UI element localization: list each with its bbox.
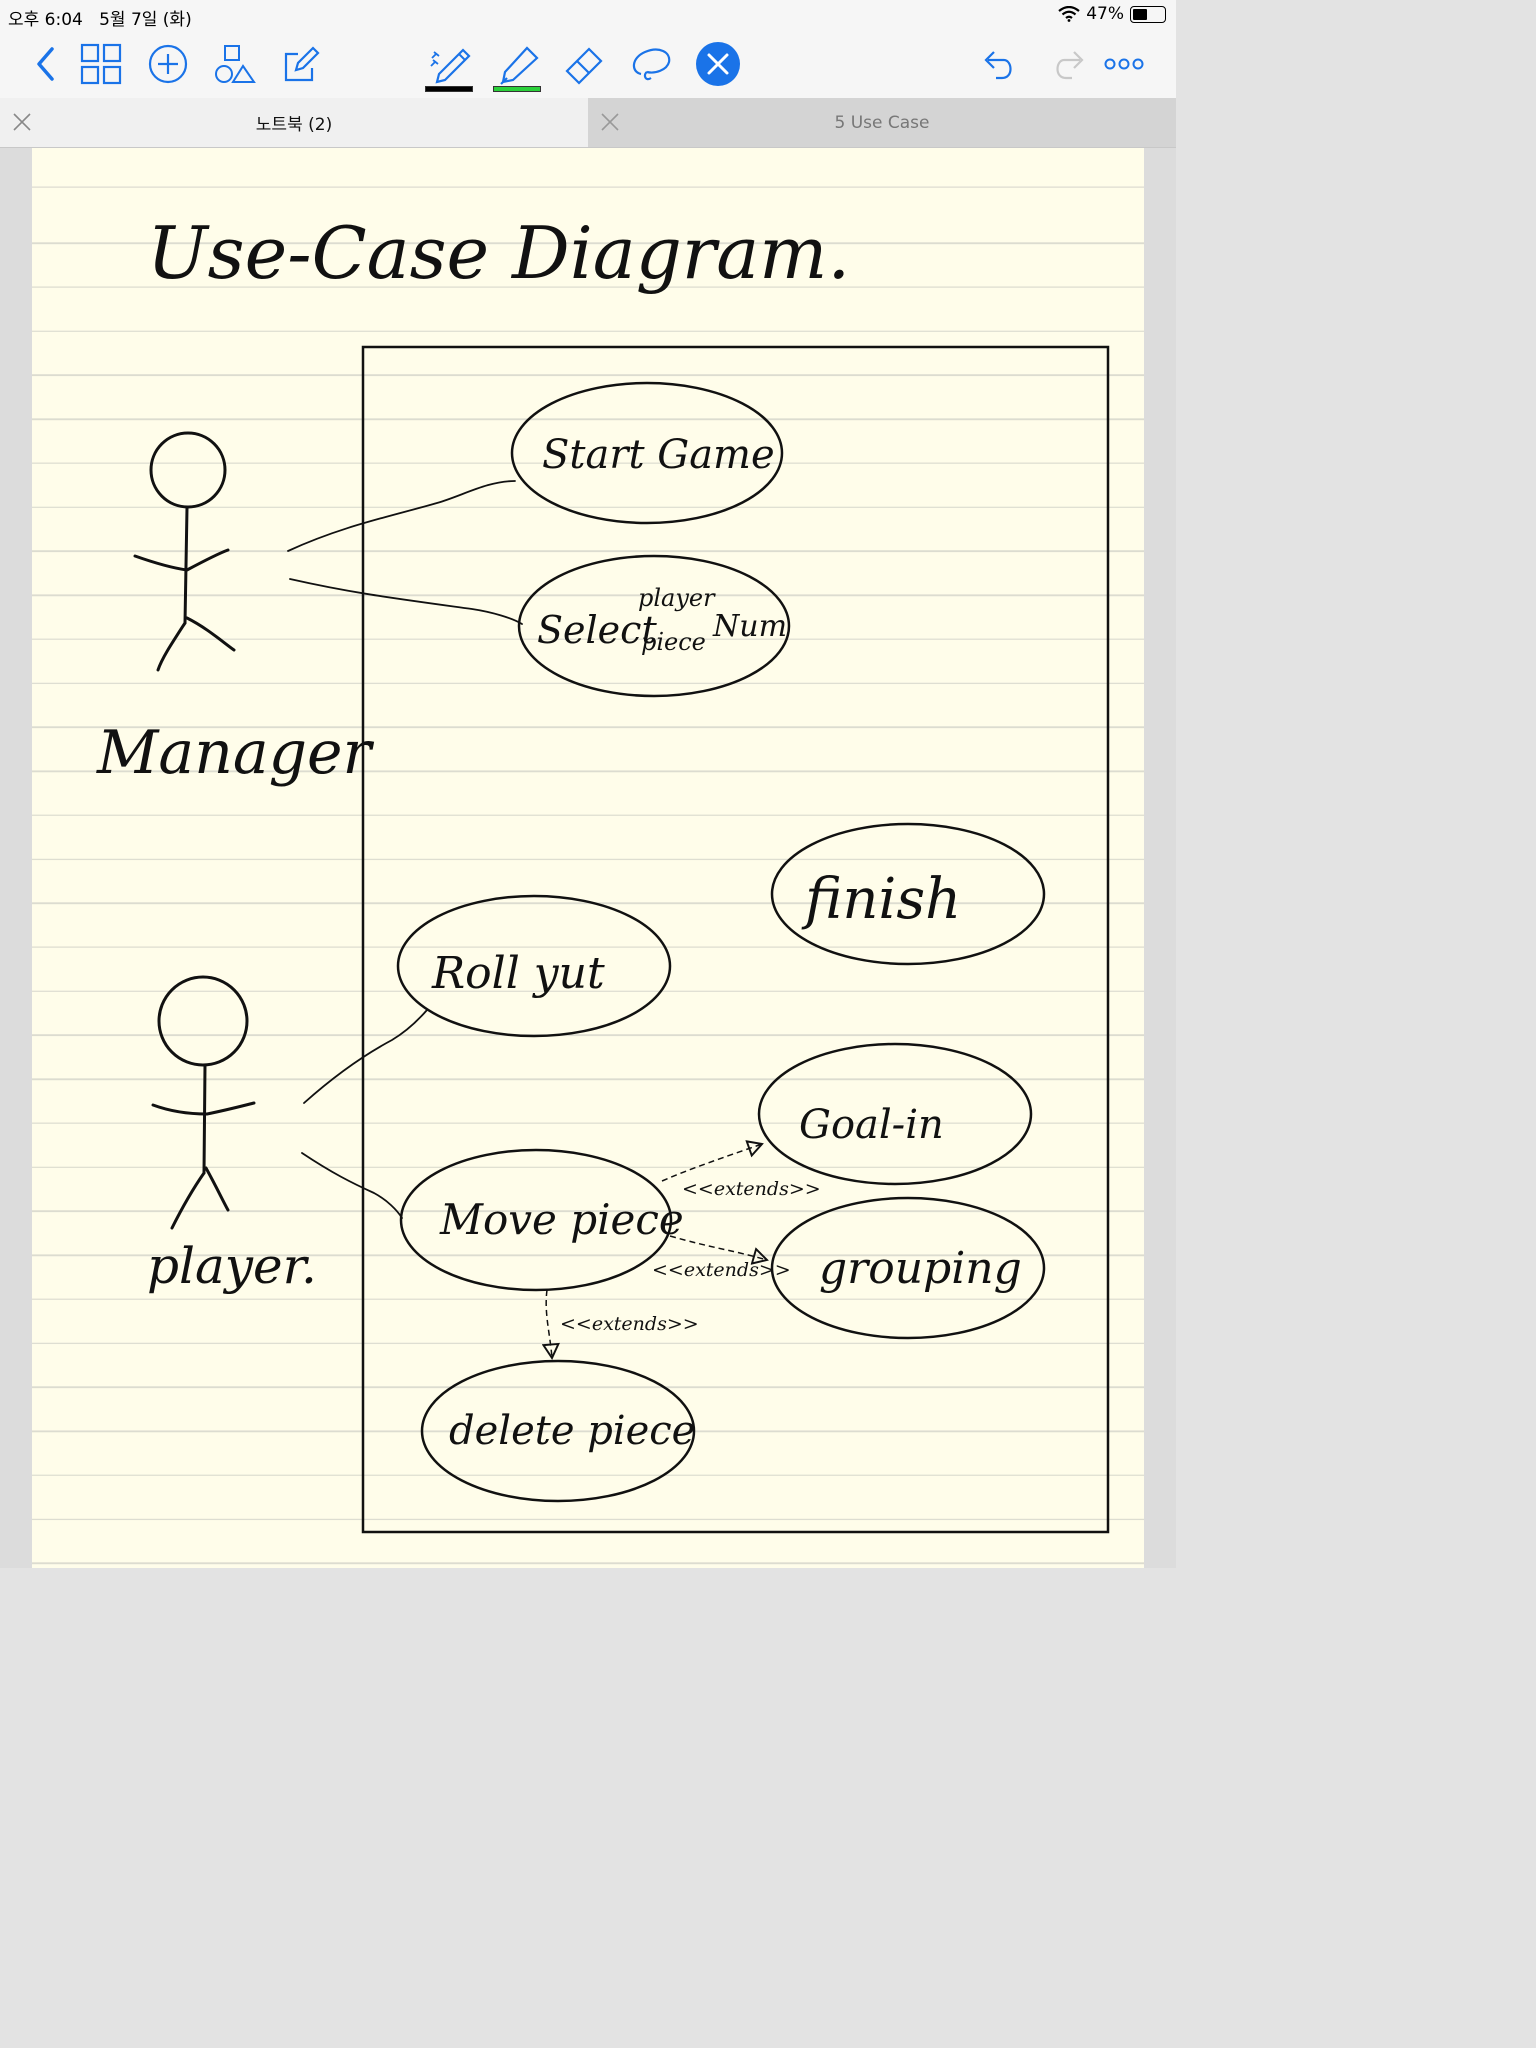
use-case-finish: finish — [770, 822, 1046, 966]
note-page[interactable]: Use-Case Diagram. Manager player. — [32, 148, 1144, 1568]
use-case-roll-yut: Roll yut — [396, 894, 672, 1038]
redo-button[interactable] — [1040, 30, 1096, 98]
pen-icon — [430, 48, 471, 84]
pen-color-swatch — [425, 86, 473, 92]
back-button[interactable] — [18, 30, 74, 98]
back-chevron-icon — [37, 47, 54, 81]
handwritten-diagram: Use-Case Diagram. Manager player. — [96, 211, 1110, 1534]
use-case-label-player: player — [638, 584, 716, 612]
use-case-grouping: grouping — [770, 1196, 1046, 1340]
use-case-label-piece: piece — [641, 628, 706, 656]
tab-label: 5 Use Case — [834, 112, 930, 133]
pen-tool[interactable] — [421, 30, 477, 98]
lasso-icon — [632, 48, 671, 81]
thumbnails-grid-icon — [80, 43, 122, 85]
use-case-start-game: Start Game — [510, 381, 784, 525]
actor-label-player: player. — [147, 1237, 317, 1295]
toolbar — [0, 30, 1176, 98]
add-button[interactable] — [140, 30, 196, 98]
extends-relations — [546, 1144, 767, 1358]
actor-label-manager: Manager — [96, 718, 375, 788]
close-tool-icon — [696, 42, 740, 86]
compose-icon — [284, 46, 320, 82]
system-boundary — [361, 345, 1110, 1534]
extends-arrow-goal-in — [661, 1144, 762, 1182]
more-icon — [1104, 58, 1144, 70]
use-case-goal-in: Goal-in — [757, 1042, 1033, 1186]
extends-arrow-grouping — [669, 1235, 767, 1260]
use-case-label: delete piece — [449, 1408, 695, 1454]
use-case-label-select: Select — [537, 608, 657, 652]
eraser-tool[interactable] — [556, 30, 612, 98]
tab-use-case[interactable]: 5 Use Case — [588, 98, 1176, 147]
status-time: 오후 6:04 5월 7일 (화) — [8, 10, 192, 30]
extends-label-delete-piece: <<extends>> — [560, 1313, 699, 1335]
redo-icon — [1056, 51, 1084, 80]
highlighter-icon — [500, 46, 539, 85]
player-actor — [151, 975, 256, 1230]
status-right: 47% — [1058, 4, 1166, 24]
compose-button[interactable] — [274, 30, 330, 98]
status-bar: 오후 6:04 5월 7일 (화) 47% — [0, 0, 1176, 30]
use-case-move-piece: Move piece — [399, 1148, 684, 1292]
extends-arrow-delete-piece — [546, 1289, 552, 1358]
use-case-label: finish — [801, 867, 961, 932]
use-case-label: Move piece — [439, 1195, 684, 1244]
close-tool-button[interactable] — [690, 30, 746, 98]
close-tab-icon[interactable] — [12, 112, 32, 132]
tab-notebook[interactable]: 노트북 (2) — [0, 98, 588, 147]
extends-label-goal-in: <<extends>> — [682, 1178, 821, 1200]
eraser-icon — [565, 47, 603, 85]
association-lines — [287, 480, 523, 1219]
use-case-label-num: Num — [712, 609, 787, 644]
page-title: Use-Case Diagram. — [147, 211, 850, 295]
highlighter-color-swatch — [493, 86, 541, 92]
wifi-icon — [1058, 6, 1080, 22]
shapes-icon — [215, 45, 256, 83]
more-button[interactable] — [1096, 30, 1152, 98]
close-tab-icon[interactable] — [600, 112, 620, 132]
tab-label: 노트북 (2) — [255, 115, 333, 135]
use-case-delete-piece: delete piece — [420, 1359, 695, 1503]
highlighter-tool[interactable] — [489, 30, 545, 98]
use-case-label: grouping — [819, 1243, 1022, 1294]
tab-bar: 노트북 (2) 5 Use Case — [0, 98, 1176, 148]
use-case-label: Goal-in — [799, 1102, 944, 1148]
lasso-tool[interactable] — [623, 30, 679, 98]
manager-actor — [133, 431, 236, 672]
battery-percent: 47% — [1086, 4, 1124, 24]
undo-button[interactable] — [972, 30, 1028, 98]
use-case-select-player-piece-num: Select player piece Num — [517, 554, 791, 698]
page-area: Use-Case Diagram. Manager player. — [0, 148, 1176, 1568]
shapes-button[interactable] — [207, 30, 263, 98]
extends-label-grouping: <<extends>> — [652, 1259, 791, 1281]
thumbnails-button[interactable] — [73, 30, 129, 98]
battery-icon — [1130, 5, 1166, 23]
add-circle-icon — [148, 44, 188, 84]
use-case-label: Roll yut — [431, 948, 605, 999]
use-case-label: Start Game — [542, 432, 775, 478]
undo-icon — [984, 51, 1012, 80]
